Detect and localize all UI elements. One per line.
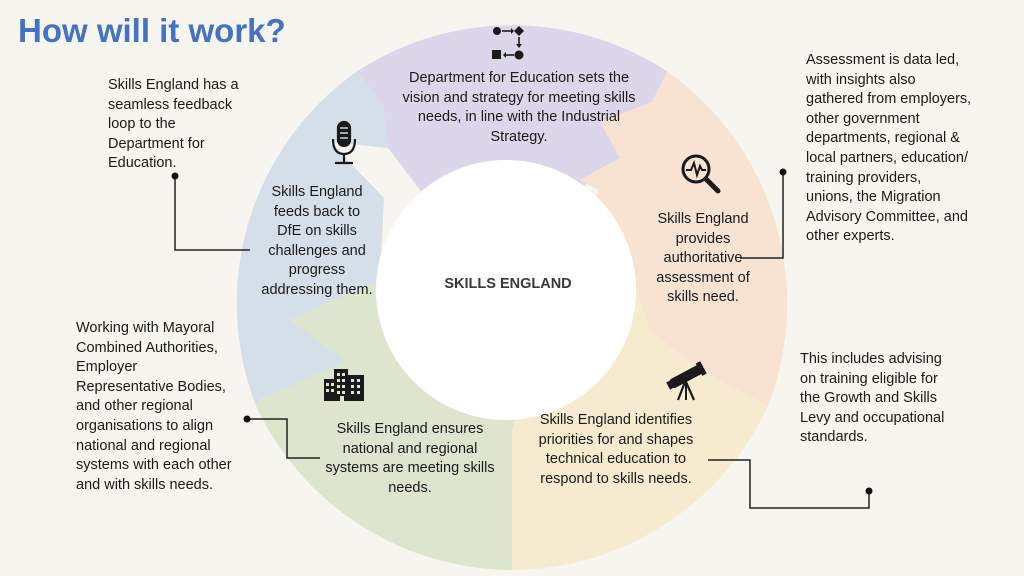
callout-mayoral: Working with Mayoral Combined Authoritie… [76,320,232,493]
segment-dfe [356,25,668,286]
magnifier-chart-icon [681,154,721,194]
connector-dot [243,415,251,423]
connector-mayoral [247,418,320,459]
hub-label: SKILLS ENGLAND [444,276,572,292]
segment-feedback [236,71,512,406]
hub-circle [376,160,636,420]
segment-dfe-text: Department for Education sets the vision… [402,70,636,145]
segment-assessment [580,71,788,406]
segment-feedback-text: Skills England feeds back to DfE on skil… [261,184,373,298]
page-title: How will it work? [18,12,286,49]
segment-regional [256,280,522,570]
process-flow-icon [492,26,524,60]
connector-dot [865,487,873,495]
connector-dot [779,168,787,176]
callout-data-led: Assessment is data led, with insights al… [806,52,972,245]
connector-dot [171,172,179,180]
telescope-icon [666,361,707,401]
city-buildings-icon [324,369,364,401]
segment-regional-text: Skills England ensures national and regi… [325,421,495,496]
connector-levy [708,459,870,509]
callout-levy: This includes advising on training eligi… [800,351,945,446]
connector-feedback [174,176,250,251]
callout-feedback-loop: Skills England has a seamless feedback l… [108,77,239,172]
segment-priorities-text: Skills England identifies priorities for… [538,412,694,487]
connector-data-led [740,172,784,259]
microphone-icon [331,120,357,165]
segment-assessment-text: Skills England provides authoritative as… [656,211,750,306]
